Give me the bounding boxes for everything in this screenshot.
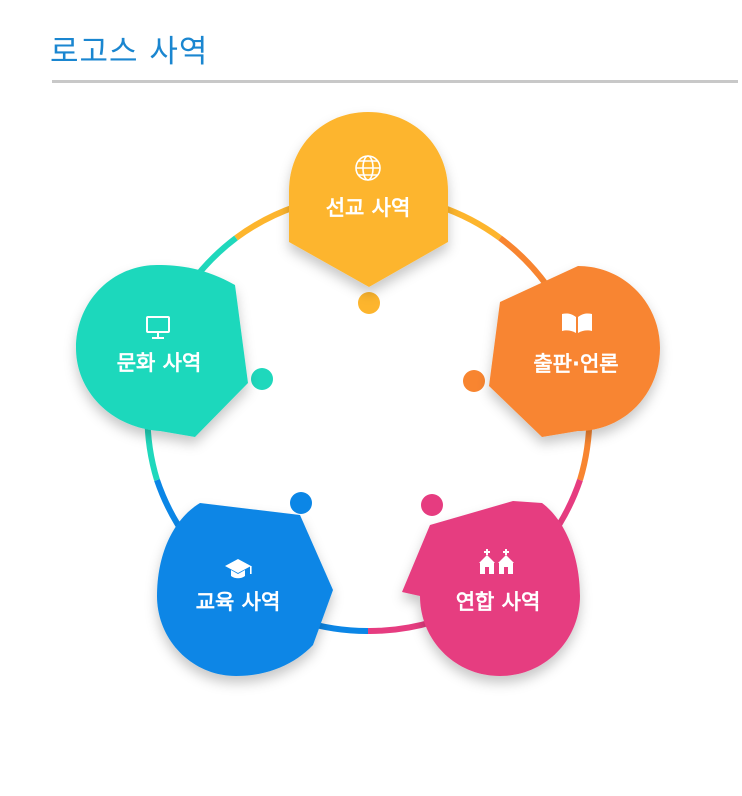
churches-icon: [479, 549, 514, 574]
node-label-publishing: 출판·언론: [533, 352, 618, 376]
graduation-cap-icon: [225, 559, 252, 579]
node-label-education: 교육 사역: [196, 590, 281, 614]
globe-icon: [355, 155, 381, 181]
page-title: 로고스 사역: [50, 34, 209, 70]
node-label-union: 연합 사역: [456, 590, 541, 614]
node-mission[interactable]: 선교 사역: [289, 112, 448, 287]
node-publishing[interactable]: 출판·언론: [489, 266, 660, 437]
node-union[interactable]: 연합 사역: [402, 501, 580, 676]
monitor-icon: [146, 316, 170, 339]
title-divider: [52, 80, 738, 83]
connector-dot-publishing: [463, 370, 485, 392]
connector-dot-culture: [251, 368, 273, 390]
node-label-culture: 문화 사역: [117, 351, 202, 375]
connector-dot-union: [421, 494, 443, 516]
connector-dot-mission: [358, 292, 380, 314]
node-label-mission: 선교 사역: [326, 196, 411, 220]
node-education[interactable]: 교육 사역: [157, 503, 333, 676]
node-culture[interactable]: 문화 사역: [76, 265, 248, 437]
book-icon: [562, 313, 592, 333]
connector-dot-education: [290, 492, 312, 514]
